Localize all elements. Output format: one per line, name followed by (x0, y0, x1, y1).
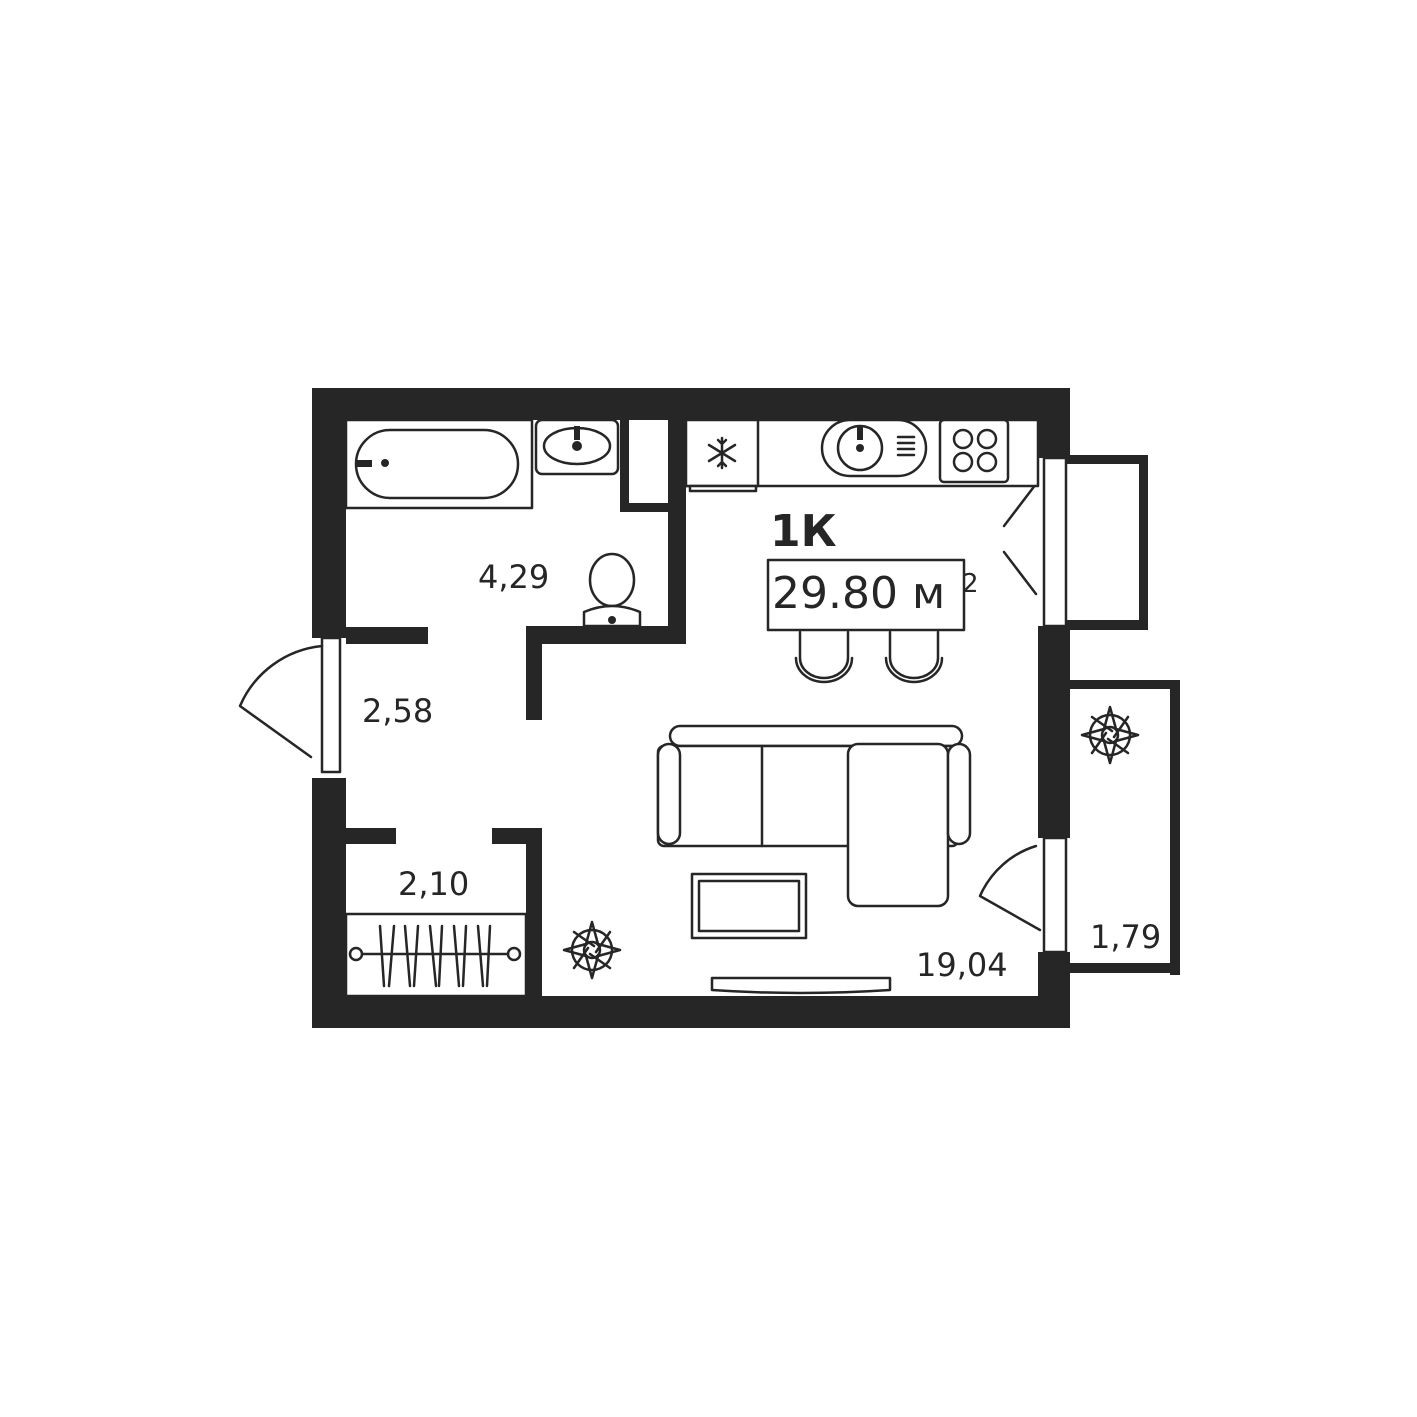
toilet (582, 552, 642, 628)
total-area-unit-power: 2 (962, 569, 979, 599)
fridge-snowflake-icon (707, 436, 737, 470)
closet-rack (344, 912, 528, 998)
window-right (1002, 455, 1148, 630)
total-area-label: 29.80 м (772, 568, 945, 619)
chair-left (794, 630, 854, 684)
plant-icon (562, 920, 622, 980)
entrance-door[interactable] (238, 636, 342, 774)
coffee-table (690, 872, 808, 940)
apartment-type-label: 1К (770, 506, 837, 557)
interior-walls (346, 420, 686, 998)
balcony-area-label: 1,79 (1090, 918, 1161, 956)
balcony (978, 680, 1180, 975)
corner-sofa (656, 724, 972, 908)
bathtub (344, 418, 534, 510)
closet-area-label: 2,10 (398, 865, 469, 903)
bathroom-sink (534, 418, 620, 476)
dining-table (766, 558, 966, 632)
tv-stand (710, 976, 892, 995)
stove (938, 418, 1010, 484)
chair-right (884, 630, 944, 684)
balcony-plant-icon (1080, 705, 1140, 765)
hallway-area-label: 2,58 (362, 692, 433, 730)
bathroom-area-label: 4,29 (478, 558, 549, 596)
outer-walls (312, 388, 1070, 1028)
living-area-label: 19,04 (916, 946, 1008, 984)
kitchen-sink (820, 418, 928, 478)
